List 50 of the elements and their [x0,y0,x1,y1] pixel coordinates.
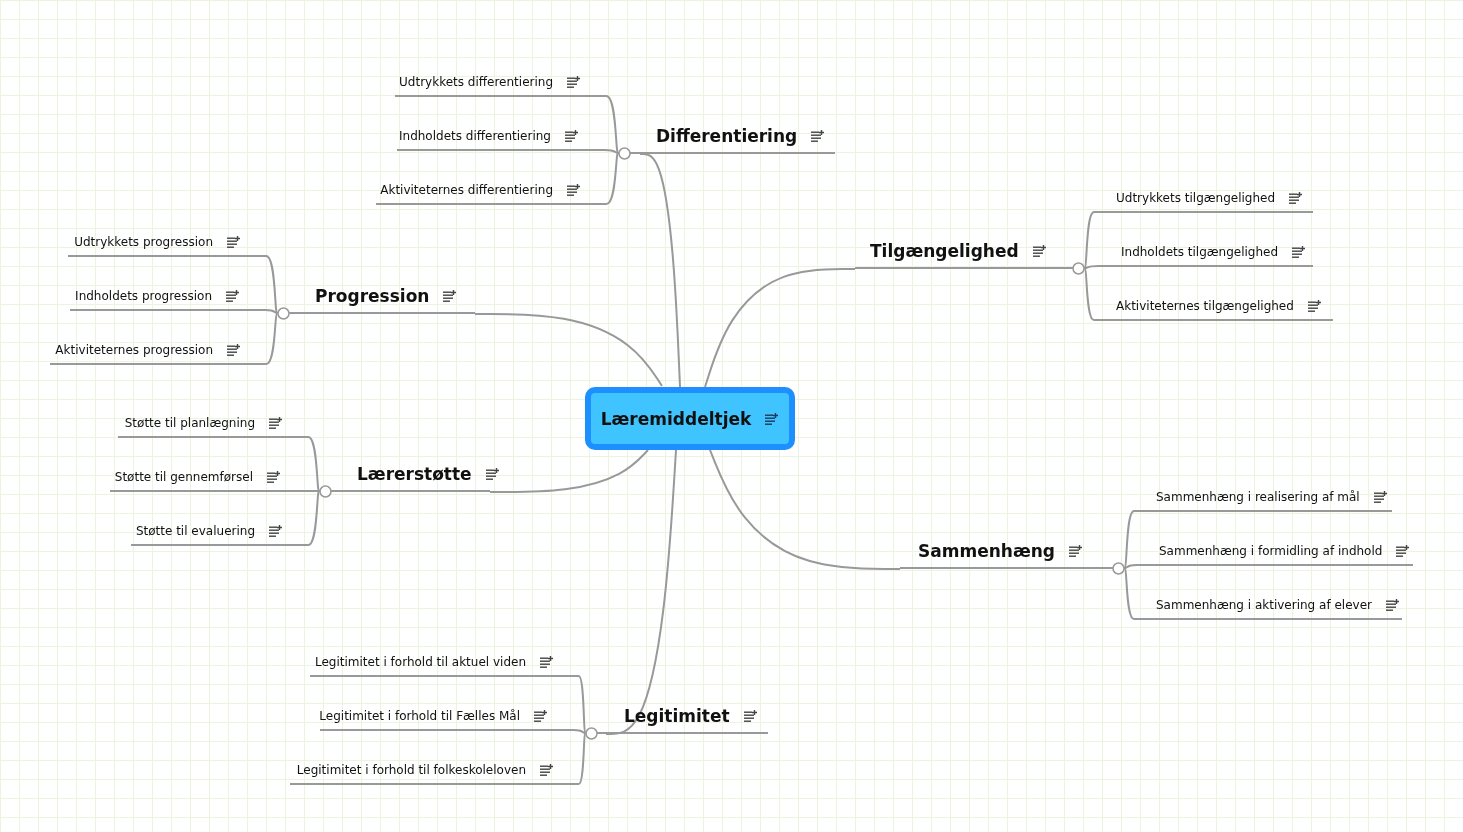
subtopic-label: Aktiviteternes differentiering [380,183,553,197]
connector-line [306,490,320,546]
subtopic-label: Aktiviteternes progression [55,343,213,357]
subtopic-label: Aktiviteternes tilgængelighed [1116,299,1294,313]
subtopic-label: Støtte til evaluering [135,524,255,538]
subtopic-label: Indholdets progression [75,289,212,303]
subtopic-label: Indholdets differentiering [399,129,551,143]
subtopic-label: Legitimitet i forhold til aktuel viden [315,655,526,669]
connector-line [571,729,586,734]
connector-line [1084,265,1101,269]
connector-line [604,95,619,154]
connector-line [604,152,619,205]
connector-line [489,449,649,493]
topic-label: Progression [315,286,430,306]
connector-line [264,255,278,314]
connector-line [1124,510,1136,569]
subtopic-label: Udtrykkets differentiering [399,75,553,89]
connector-line [304,490,320,492]
connector-line [602,149,619,154]
connector-line [1084,267,1096,321]
subtopic-label: Udtrykkets progression [74,235,213,249]
connector-line [1124,567,1136,620]
connector-line [639,153,681,388]
topic-label: Læremiddeltjek [600,408,752,429]
connector-line [263,309,278,314]
topic-label: Legitimitet [624,706,730,726]
subtopic-label: Udtrykkets tilgængelighed [1116,191,1276,205]
connector-line [474,313,663,387]
connector-line [1124,564,1139,569]
connector-line [704,268,856,388]
topic-label: Tilgængelighed [870,241,1019,261]
subtopic-label: Sammenhæng i realisering af mål [1156,490,1360,504]
subtopic-label: Støtte til gennemførsel [114,470,253,484]
topic-label: Differentiering [656,126,798,146]
connector-line [1084,211,1096,269]
subtopic-label: Støtte til planlægning [124,416,255,430]
connector-line [577,732,586,785]
connector-line [709,449,901,570]
central-topic-box [585,387,795,450]
subtopic-label: Sammenhæng i aktivering af elever [1156,598,1372,612]
connector-line [605,449,677,735]
connector-line [577,675,586,734]
subtopic-label: Indholdets tilgængelighed [1121,245,1279,259]
subtopic-label: Legitimitet i forhold til Fælles Mål [319,709,520,723]
topic-label: Sammenhæng [918,541,1055,561]
connector-line [306,436,320,492]
topic-label: Lærerstøtte [357,464,472,484]
subtopic-label: Legitimitet i forhold til folkeskoleloven [296,763,526,777]
connector-line [264,312,278,365]
subtopic-label: Sammenhæng i formidling af indhold [1159,544,1383,558]
